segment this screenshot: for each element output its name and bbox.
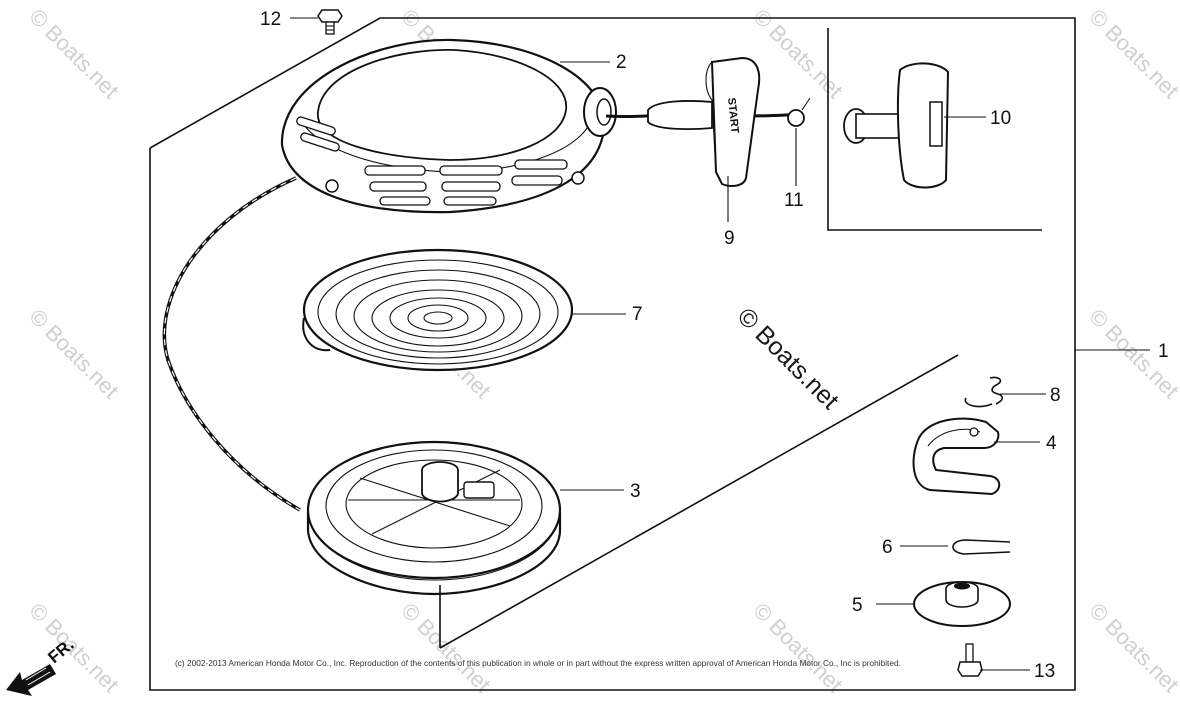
part-6-friction-spring [952, 539, 1011, 555]
callout-7: 7 [632, 304, 643, 325]
callout-8: 8 [1050, 385, 1061, 406]
callout-12: 12 [260, 9, 281, 30]
watermark: © Boats.net [396, 598, 495, 697]
front-arrow-icon [6, 664, 56, 696]
leader-lines [290, 17, 1150, 671]
callout-11: 11 [784, 190, 804, 211]
callout-2: 2 [616, 52, 627, 73]
callout-5: 5 [852, 595, 863, 616]
part-11-rope-knot [787, 97, 811, 127]
part-8-return-spring [964, 376, 1004, 408]
callout-4: 4 [1046, 433, 1057, 454]
part-10-handle [843, 62, 950, 189]
callout-numbers: 12 2 9 11 10 7 1 8 4 3 6 5 13 [260, 9, 1169, 682]
inset-box [827, 28, 1042, 231]
copyright-notice: (c) 2002-2013 American Honda Motor Co., … [175, 658, 901, 668]
part-12-bolt [317, 9, 343, 35]
assembly-frame [149, 17, 1076, 691]
part-5-friction-plate [913, 581, 1011, 627]
cover-vents [296, 116, 568, 206]
callout-3: 3 [630, 481, 641, 502]
part-9-start-handle: START [647, 56, 761, 187]
callout-13: 13 [1034, 661, 1055, 682]
front-arrow-marker: FR. [6, 635, 78, 696]
callout-6: 6 [882, 537, 893, 558]
part-13-screw [957, 643, 983, 677]
callout-10: 10 [990, 108, 1011, 129]
watermark-main: © Boats.net [732, 302, 844, 414]
part-3-reel [306, 440, 562, 596]
callout-9: 9 [724, 228, 735, 249]
handle-label: START [725, 97, 741, 134]
watermark: © Boats.net [1084, 598, 1180, 697]
part-7-recoil-spring [302, 248, 574, 372]
callout-1: 1 [1158, 341, 1169, 362]
watermark: © Boats.net [748, 598, 847, 697]
watermark: © Boats.net [1084, 4, 1180, 103]
watermark: © Boats.net [24, 4, 123, 103]
part-4-ratchet [912, 417, 1001, 496]
watermark: © Boats.net [24, 304, 123, 403]
part-2-recoil-cover [280, 38, 617, 214]
